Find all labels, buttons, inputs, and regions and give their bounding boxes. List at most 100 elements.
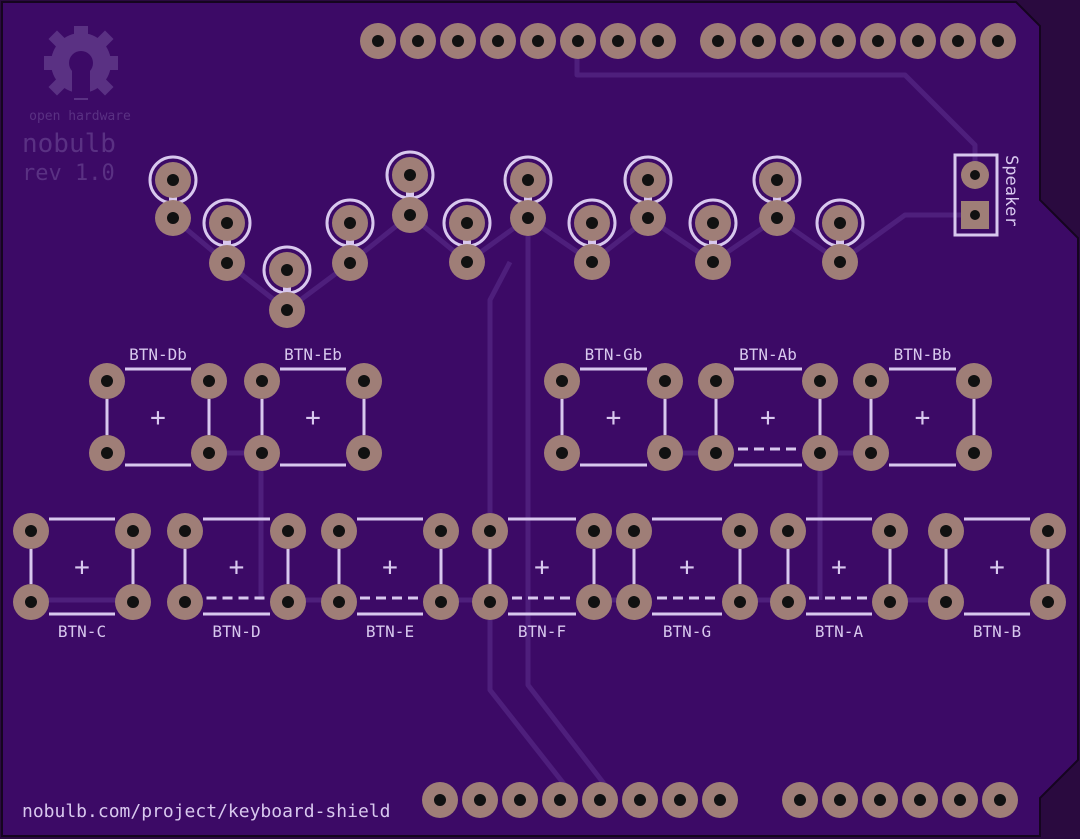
button-plus-mark: + xyxy=(606,403,622,433)
button-btn-f: + BTN-F xyxy=(472,513,612,641)
button-label: BTN-B xyxy=(973,622,1021,641)
led-pad-hole xyxy=(167,212,179,224)
header-pin-hole xyxy=(952,35,964,47)
led-pad-hole xyxy=(344,257,356,269)
button-btn-bb: +BTN-Bb xyxy=(853,345,992,471)
button-pad-hole xyxy=(710,447,722,459)
button-plus-mark: + xyxy=(760,403,776,433)
header-pin-hole xyxy=(714,794,726,806)
footer-url: nobulb.com/project/keyboard-shield xyxy=(22,801,390,822)
led-pad-hole xyxy=(586,256,598,268)
button-pad-hole xyxy=(814,447,826,459)
button-label: BTN-Ab xyxy=(739,345,797,364)
button-pad-hole xyxy=(659,375,671,387)
button-pad-hole xyxy=(179,525,191,537)
header-pin-hole xyxy=(872,35,884,47)
led-pad-hole xyxy=(771,174,783,186)
button-pad-hole xyxy=(940,596,952,608)
button-footprints: +BTN-Db+BTN-Eb+BTN-Gb+BTN-Ab+BTN-Bb+BTN-… xyxy=(13,345,1066,641)
header-pin-hole xyxy=(532,35,544,47)
button-pad-hole xyxy=(710,375,722,387)
header-pin-hole xyxy=(912,35,924,47)
led-pad-hole xyxy=(834,256,846,268)
button-btn-c: +BTN-C xyxy=(13,513,151,641)
button-pad-hole xyxy=(556,375,568,387)
led-pad-hole xyxy=(281,304,293,316)
button-pad-hole xyxy=(484,596,496,608)
header-pin-hole xyxy=(492,35,504,47)
header-pin-hole xyxy=(914,794,926,806)
header-pin-hole xyxy=(514,794,526,806)
led-pad-hole xyxy=(642,212,654,224)
button-pad-hole xyxy=(628,525,640,537)
button-label: BTN-G xyxy=(663,622,711,641)
button-pad-hole xyxy=(179,596,191,608)
led-pad-hole xyxy=(461,217,473,229)
button-label: BTN-Gb xyxy=(585,345,643,364)
button-pad-hole xyxy=(203,447,215,459)
header-pin-hole xyxy=(752,35,764,47)
led-pad-hole xyxy=(707,256,719,268)
button-pad-hole xyxy=(256,375,268,387)
button-btn-e: +BTN-E xyxy=(321,513,459,641)
speaker-connector-outline xyxy=(953,153,999,237)
button-label: BTN-A xyxy=(815,622,864,641)
button-pad-hole xyxy=(588,525,600,537)
button-label: BTN-F xyxy=(518,622,566,641)
button-plus-mark: + xyxy=(74,553,90,583)
led-pads xyxy=(148,150,865,328)
logo-caption: open hardware xyxy=(29,109,131,124)
led-pad-hole xyxy=(522,174,534,186)
button-btn-db: +BTN-Db xyxy=(89,345,227,471)
button-plus-mark: + xyxy=(534,553,550,583)
header-pin-hole xyxy=(652,35,664,47)
button-pad-hole xyxy=(435,596,447,608)
header-pins xyxy=(360,23,1018,818)
button-pad-hole xyxy=(25,525,37,537)
button-plus-mark: + xyxy=(831,553,847,583)
button-pad-hole xyxy=(203,375,215,387)
button-pad-hole xyxy=(782,596,794,608)
button-btn-eb: +BTN-Eb xyxy=(244,345,382,471)
header-pin-hole xyxy=(612,35,624,47)
header-pin-hole xyxy=(594,794,606,806)
button-pad-hole xyxy=(782,525,794,537)
header-pin-hole xyxy=(634,794,646,806)
header-pin-hole xyxy=(994,794,1006,806)
header-pin-hole xyxy=(474,794,486,806)
button-btn-gb: + BTN-Gb xyxy=(544,345,683,471)
button-pad-hole xyxy=(333,596,345,608)
button-pad-hole xyxy=(968,375,980,387)
button-plus-mark: + xyxy=(679,553,695,583)
button-pad-hole xyxy=(1042,596,1054,608)
button-pad-hole xyxy=(659,447,671,459)
speaker-pad-hole xyxy=(970,170,980,180)
button-pad-hole xyxy=(884,596,896,608)
button-plus-mark: + xyxy=(915,403,931,433)
button-btn-a: + BTN-A xyxy=(770,513,908,641)
led-pad-hole xyxy=(281,264,293,276)
button-pad-hole xyxy=(556,447,568,459)
button-pad-hole xyxy=(884,525,896,537)
led-pad-hole xyxy=(522,212,534,224)
header-pin-hole xyxy=(794,794,806,806)
button-btn-b: + BTN-B xyxy=(928,513,1066,641)
button-pad-hole xyxy=(333,525,345,537)
led-pad-hole xyxy=(344,217,356,229)
led-pad-hole xyxy=(461,256,473,268)
button-plus-mark: + xyxy=(989,553,1005,583)
button-pad-hole xyxy=(101,375,113,387)
button-pad-hole xyxy=(865,375,877,387)
button-plus-mark: + xyxy=(305,403,321,433)
button-pad-hole xyxy=(127,525,139,537)
header-pin-hole xyxy=(572,35,584,47)
button-pad-hole xyxy=(101,447,113,459)
button-plus-mark: + xyxy=(229,553,245,583)
led-pad-hole xyxy=(707,217,719,229)
button-pad-hole xyxy=(734,596,746,608)
header-pin-hole xyxy=(834,794,846,806)
button-pad-hole xyxy=(25,596,37,608)
led-pad-hole xyxy=(167,174,179,186)
